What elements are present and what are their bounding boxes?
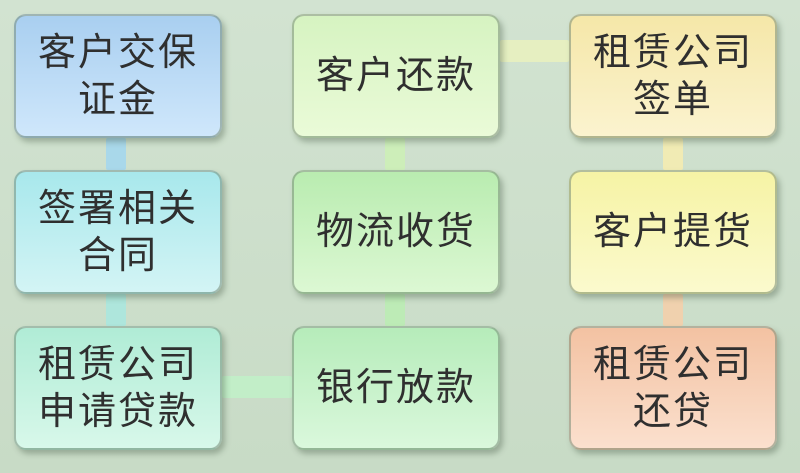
connector-logistics-to-repay	[385, 138, 405, 170]
node-lessor-apply-loan: 租赁公司 申请贷款	[14, 326, 222, 450]
connector-repay-to-sign	[500, 40, 569, 62]
node-client-repay: 客户还款	[292, 14, 500, 138]
connector-pickup-to-lessor-repay	[663, 294, 683, 326]
connector-disburse-to-logistics	[385, 294, 405, 326]
node-client-pickup: 客户提货	[569, 170, 777, 294]
node-lessor-repay: 租赁公司 还贷	[569, 326, 777, 450]
connector-contract-to-apply	[106, 294, 126, 326]
node-lessor-sign: 租赁公司 签单	[569, 14, 777, 138]
node-client-deposit: 客户交保 证金	[14, 14, 222, 138]
connector-apply-to-disburse	[222, 376, 292, 398]
node-logistics-receive: 物流收货	[292, 170, 500, 294]
connector-sign-to-pickup	[663, 138, 683, 170]
node-sign-contract: 签署相关 合同	[14, 170, 222, 294]
node-bank-disburse: 银行放款	[292, 326, 500, 450]
connector-deposit-to-contract	[106, 138, 126, 170]
